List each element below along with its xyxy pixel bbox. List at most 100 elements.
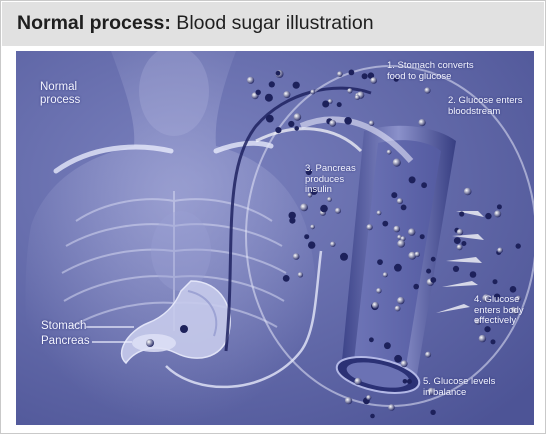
glucose-molecule [510,286,517,293]
figure-title: Normal process: Blood sugar illustration [17,12,374,35]
glucose-molecule [367,224,373,230]
glucose-molecule [310,90,315,95]
glucose-molecule [377,211,382,216]
glucose-molecule [464,188,472,196]
glucose-molecule [424,87,430,93]
blood-sugar-illustration: Normal process 1. Stomach converts food … [16,51,534,425]
glucose-molecule [401,360,408,367]
glucose-molecule [293,82,300,89]
glucose-molecule [430,410,435,415]
glucose-molecule [391,192,397,198]
glucose-molecule [366,395,371,400]
glucose-molecule [362,73,368,79]
glucose-molecule [265,94,273,102]
glucose-molecule [327,197,332,202]
glucose-molecule [329,120,336,127]
glucose-molecule [419,119,426,126]
glucose-molecule [401,205,407,211]
glucose-molecule [397,240,405,248]
glucose-molecule [420,234,425,239]
glucose-molecule [335,208,341,214]
glucose-molecule [403,379,408,384]
glucose-molecule [347,88,352,93]
glucose-molecule [388,404,395,411]
glucose-molecule [409,176,416,183]
glucose-molecule [493,279,498,284]
glucose-molecule [294,113,302,121]
glucose-molecule [370,77,377,84]
pancreas-label: Pancreas [41,335,90,348]
glucose-molecule [516,243,521,248]
glucose-molecule [479,335,486,342]
glucose-molecule [288,121,294,127]
glucose-molecule [457,229,463,235]
glucose-molecule [421,182,427,188]
glucose-molecule [308,241,315,248]
glucose-molecule [345,397,352,404]
glucose-molecule [310,225,315,230]
glucose-molecule [330,242,335,247]
glucose-molecule [269,81,275,87]
glucose-molecule [300,204,308,212]
glucose-molecule [453,266,459,272]
glucose-molecule [454,237,461,244]
glucose-molecule [283,91,290,98]
glucose-molecule [276,71,281,76]
glucose-molecule [459,211,464,216]
glucose-molecule [275,127,281,133]
title-rest: Blood sugar illustration [171,12,374,34]
glucose-molecule [349,70,355,76]
glucose-molecule [294,126,299,131]
step-2-label: 2. Glucose enters bloodstream [448,96,522,117]
glucose-molecule [426,269,431,274]
glucose-molecule [340,253,348,261]
glucose-molecule [497,204,502,209]
glucose-molecule [394,264,402,272]
step-1-label: 1. Stomach converts food to glucose [387,61,474,82]
glucose-molecule [354,378,361,385]
glucose-molecule [355,95,360,100]
glucose-molecule [298,272,303,277]
heart [151,211,211,291]
glucose-molecule [397,297,404,304]
stomach-label: Stomach [41,320,86,333]
glucose-molecule [289,212,296,219]
glucose-molecule [461,241,466,246]
pancreas-insulin-dot [146,339,154,347]
glucose-molecule [457,244,463,250]
glucose-molecule [283,275,290,282]
glucose-molecule [415,252,420,257]
glucose-molecule [320,205,328,213]
glucose-molecule [484,326,490,332]
glucose-molecule [394,355,402,363]
glucose-molecule [256,90,261,95]
glucose-molecule [425,352,431,358]
step-3-label: 3. Pancreas produces insulin [305,164,356,196]
glucose-molecule [491,339,496,344]
title-bold: Normal process: [17,12,171,34]
stomach-glucose-dot [180,325,188,333]
glucose-molecule [337,71,343,77]
glucose-molecule [344,117,352,125]
glucose-molecule [369,121,374,126]
glucose-molecule [397,198,403,204]
glucose-molecule [384,342,391,349]
glucose-molecule [383,272,388,277]
step-4-label: 4. Glucose enters body effectively [474,295,524,327]
glucose-molecule [470,271,477,278]
glucose-molecule [337,102,342,107]
glucose-molecule [322,101,329,108]
step-5-label: 5. Glucose levels in balance [423,377,495,398]
glucose-molecule [293,253,300,260]
glucose-molecule [369,337,374,342]
glucose-molecule [394,226,401,233]
glucose-molecule [382,221,388,227]
glucose-molecule [387,150,392,155]
glucose-molecule [408,228,415,235]
glucose-molecule [377,259,383,265]
glucose-molecule [431,257,436,262]
glucose-molecule [372,302,379,309]
glucose-molecule [393,159,401,167]
normal-process-label: Normal process [40,81,80,107]
